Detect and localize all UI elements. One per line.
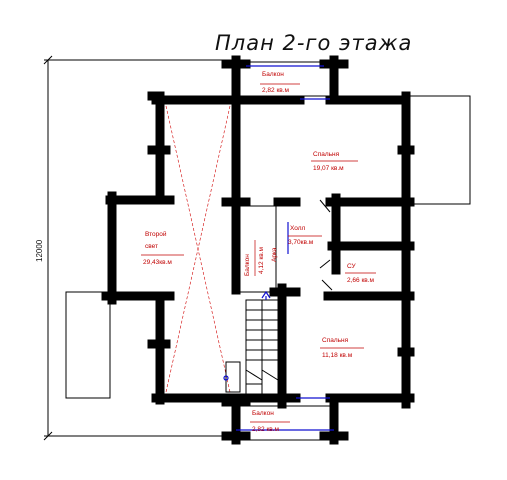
room-name: СУ — [347, 263, 356, 270]
room-area: 2,66 кв.м — [347, 277, 375, 284]
room-area: 2,82 кв.м — [252, 426, 280, 433]
label-balcony-mid: Балкон 4,12 кв.м — [244, 240, 265, 276]
room-name: Балкон — [262, 71, 284, 78]
label-bedroom-top: Спальня 19,07 кв.м — [311, 151, 358, 172]
room-area: 29,43кв.м — [143, 259, 172, 266]
openings — [236, 65, 334, 431]
room-area: 4,12 кв.м — [258, 246, 265, 274]
walls — [101, 55, 415, 445]
label-balcony-bottom: Балкон 2,82 кв.м — [250, 410, 290, 433]
left-terrace — [65, 291, 111, 399]
room-area: 3,70кв.м — [288, 239, 314, 246]
staircase — [223, 290, 279, 397]
label-balcony-top: Балкон 2,82 кв.м — [260, 71, 300, 94]
room-name: Спальня — [322, 337, 349, 344]
label-hall: Холл 3,70кв.м — [288, 225, 322, 246]
label-bedroom-bottom: Спальня 11,18 кв.м — [320, 337, 364, 359]
label-wc: СУ 2,66 кв.м — [345, 263, 376, 284]
right-terrace — [409, 95, 471, 205]
label-second-light: Второй свет 29,43кв.м — [141, 230, 184, 266]
room-name: Балкон — [244, 254, 251, 276]
room-area: 11,18 кв.м — [322, 352, 353, 359]
room-name-2: свет — [145, 243, 158, 250]
room-name: Балкон — [252, 410, 274, 417]
open-void-cross — [165, 105, 231, 393]
room-name: Спальня — [313, 151, 340, 158]
room-area: 19,07 кв.м — [313, 165, 344, 172]
dimension-label: 12000 — [35, 239, 44, 262]
plan-title: План 2-го этажа — [215, 31, 412, 55]
room-name: Второй — [145, 230, 167, 238]
room-name: Холл — [290, 225, 306, 232]
label-arch: Арка — [271, 247, 278, 262]
dimension-line: 12000 — [35, 55, 235, 441]
balcony-mid-outline — [235, 205, 277, 293]
room-area: 2,82 кв.м — [262, 87, 290, 94]
